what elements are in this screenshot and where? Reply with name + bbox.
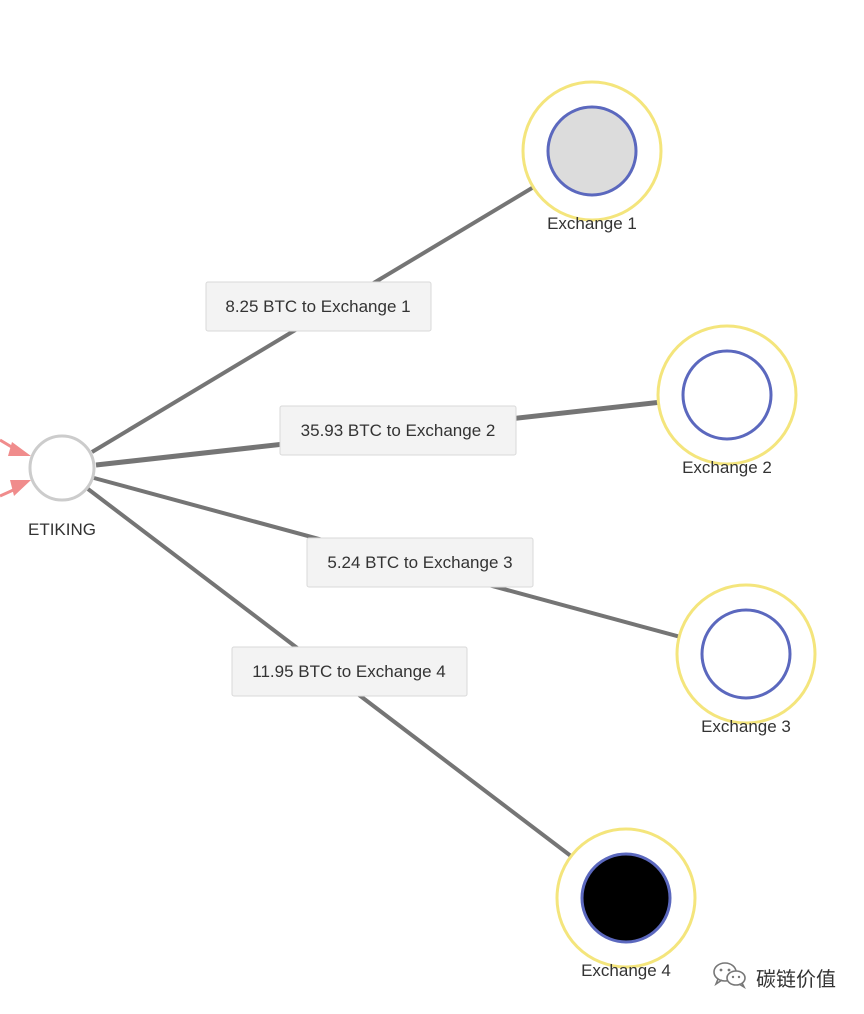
exchange-node-2[interactable]: Exchange 2 [656, 324, 798, 477]
wechat-icon [712, 961, 748, 994]
edge-label-box [279, 405, 517, 456]
node-label: Exchange 3 [701, 717, 791, 736]
node-circle[interactable] [580, 852, 672, 944]
edge-label-1[interactable]: 8.25 BTC to Exchange 1 [205, 281, 432, 332]
edge-label-text: 35.93 BTC to Exchange 2 [301, 421, 496, 440]
incoming-edges [0, 438, 31, 498]
incoming-arrowhead [10, 480, 31, 496]
node-label: Exchange 1 [547, 214, 637, 233]
exchange-node-4[interactable]: Exchange 4 [555, 827, 697, 980]
node-circle[interactable] [681, 349, 773, 441]
edge-label-box [306, 537, 534, 588]
source-node-circle[interactable] [28, 434, 96, 502]
edge-label-text: 5.24 BTC to Exchange 3 [327, 553, 512, 572]
node-label: Exchange 2 [682, 458, 772, 477]
node-circle[interactable] [700, 608, 792, 700]
watermark: 碳链价值 [712, 961, 836, 994]
edge-label-box [205, 281, 432, 332]
edge-label-text: 11.95 BTC to Exchange 4 [252, 662, 445, 681]
edges [86, 174, 700, 871]
exchange-node-1[interactable]: Exchange 1 [521, 80, 663, 233]
exchange-node-3[interactable]: Exchange 3 [675, 583, 817, 736]
watermark-text: 碳链价值 [756, 966, 836, 991]
edge-label-4[interactable]: 11.95 BTC to Exchange 4 [231, 646, 468, 697]
source-node-label: ETIKING [28, 520, 96, 539]
node-label: Exchange 4 [581, 961, 671, 980]
edge-label-3[interactable]: 5.24 BTC to Exchange 3 [306, 537, 534, 588]
incoming-arrowhead [8, 442, 31, 456]
edge-label-text: 8.25 BTC to Exchange 1 [225, 297, 410, 316]
node-circle[interactable] [546, 105, 638, 197]
edge-label-2[interactable]: 35.93 BTC to Exchange 2 [279, 405, 517, 456]
source-node[interactable]: ETIKING [28, 434, 96, 539]
edge-label-box [231, 646, 468, 697]
